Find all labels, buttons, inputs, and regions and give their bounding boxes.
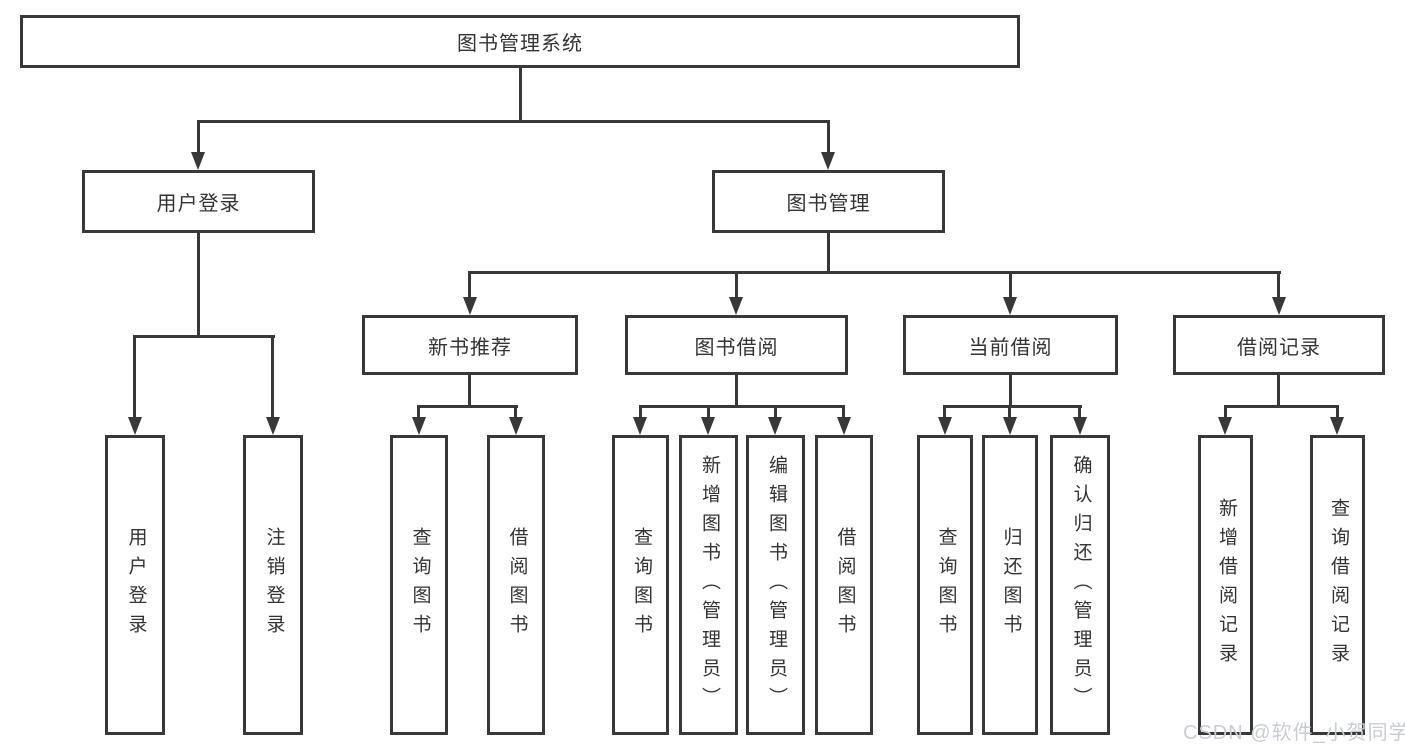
arrowhead-leaf (633, 417, 647, 435)
arrowhead-leaf (768, 417, 782, 435)
arrowhead-leaf (837, 417, 851, 435)
connector-leaf (842, 405, 845, 417)
leaf-label: 借阅图书 (834, 527, 856, 643)
node-label: 新书推荐 (428, 336, 512, 359)
leaf-borrow-books: 借阅图书 (815, 435, 873, 735)
connector-current-borrow-hline (943, 405, 1082, 408)
connector-borrow-records-hline (1224, 405, 1339, 408)
connector-to-user-login (197, 120, 200, 152)
arrowhead-leaf-logout (266, 417, 280, 435)
arrowhead-leaf (701, 417, 715, 435)
connector-new-book-stem (468, 375, 471, 405)
leaf-return-books: 归还图书 (982, 435, 1038, 735)
connector-current-borrow-stem (1009, 375, 1012, 405)
leaf-query-borrow-record: 查询借阅记录 (1310, 435, 1365, 735)
arrowhead-leaf (1330, 417, 1344, 435)
connector-book-borrow-hline (639, 405, 845, 408)
connector-to-leaf-login (133, 335, 136, 417)
arrowhead-leaf (1218, 417, 1232, 435)
connector-leaf (1224, 405, 1227, 417)
connector-book-mgmt-hline (468, 271, 1281, 274)
node-label: 图书管理 (786, 193, 871, 215)
connector-to-book-management (827, 120, 830, 152)
arrowhead-user-login (191, 152, 205, 170)
node-user-login: 用户登录 (82, 170, 315, 233)
connector-leaf (943, 405, 946, 417)
node-new-book-recommend: 新书推荐 (362, 315, 578, 375)
connector-leaf (417, 405, 420, 417)
leaf-edit-books-admin: 编辑图书（管理员） (746, 435, 805, 735)
node-label: 图书借阅 (694, 336, 779, 359)
arrowhead-book-borrow (729, 297, 743, 315)
leaf-label: 编辑图书（管理员） (765, 454, 787, 716)
connector-leaf (639, 405, 642, 417)
leaf-logout: 注销登录 (243, 435, 303, 735)
leaf-query-books-recommend: 查询图书 (390, 435, 448, 735)
leaf-query-books-borrow: 查询图书 (612, 435, 669, 735)
leaf-user-login: 用户登录 (105, 435, 165, 735)
leaf-label: 确认归还（管理员） (1070, 454, 1092, 716)
connector-leaf (774, 405, 777, 417)
connector-leaf (707, 405, 710, 417)
leaf-label: 归还图书 (1000, 527, 1022, 643)
arrowhead-leaf (412, 417, 426, 435)
connector-leaf (1336, 405, 1339, 417)
leaf-query-books-current: 查询图书 (917, 435, 973, 735)
connector-to-leaf-logout (271, 335, 274, 417)
arrowhead-current-borrow (1003, 297, 1017, 315)
leaf-add-borrow-record: 新增借阅记录 (1198, 435, 1253, 735)
connector-root-hline (197, 120, 830, 123)
connector-leaf (1008, 405, 1011, 417)
connector-to-new-book (468, 271, 471, 297)
connector-borrow-records-stem (1277, 375, 1280, 405)
watermark: CSDN @软件_小贺同学 (1183, 722, 1405, 744)
leaf-borrow-books-recommend: 借阅图书 (487, 435, 545, 735)
connector-to-current-borrow (1009, 271, 1012, 297)
leaf-label: 查询图书 (409, 527, 431, 643)
leaf-label: 查询图书 (935, 527, 957, 643)
arrowhead-book-management (821, 152, 835, 170)
arrowhead-new-book (463, 297, 477, 315)
node-label: 用户登录 (156, 193, 241, 215)
leaf-add-books-admin: 新增图书（管理员） (679, 435, 738, 735)
arrowhead-leaf-login (128, 417, 142, 435)
node-book-management: 图书管理 (712, 170, 945, 233)
node-book-borrow: 图书借阅 (625, 315, 848, 375)
connector-book-mgmt-stem (827, 233, 830, 271)
leaf-label: 注销登录 (263, 527, 285, 643)
connector-to-book-borrow (735, 271, 738, 297)
connector-book-borrow-stem (735, 375, 738, 405)
connector-new-book-hline (417, 405, 518, 408)
connector-root-stem (519, 68, 522, 120)
arrowhead-borrow-records (1272, 297, 1286, 315)
leaf-label: 新增借阅记录 (1215, 498, 1237, 672)
leaf-label: 借阅图书 (506, 527, 528, 643)
connector-user-login-hline (133, 335, 275, 338)
leaf-label: 用户登录 (125, 527, 147, 643)
connector-to-borrow-records (1277, 271, 1280, 297)
node-current-borrow: 当前借阅 (903, 315, 1118, 375)
arrowhead-leaf (938, 417, 952, 435)
connector-user-login-stem (197, 233, 200, 335)
connector-leaf (514, 405, 517, 417)
leaf-confirm-return-admin: 确认归还（管理员） (1050, 435, 1110, 735)
arrowhead-leaf (1003, 417, 1017, 435)
node-label: 图书管理系统 (457, 33, 583, 55)
node-label: 借阅记录 (1237, 336, 1321, 359)
leaf-label: 查询图书 (630, 527, 652, 643)
arrowhead-leaf (1073, 417, 1087, 435)
node-label: 当前借阅 (968, 336, 1053, 359)
leaf-label: 新增图书（管理员） (698, 454, 720, 716)
node-library-management-system: 图书管理系统 (20, 15, 1020, 68)
leaf-label: 查询借阅记录 (1327, 498, 1349, 672)
connector-leaf (1078, 405, 1081, 417)
arrowhead-leaf (509, 417, 523, 435)
node-borrow-records: 借阅记录 (1173, 315, 1385, 375)
